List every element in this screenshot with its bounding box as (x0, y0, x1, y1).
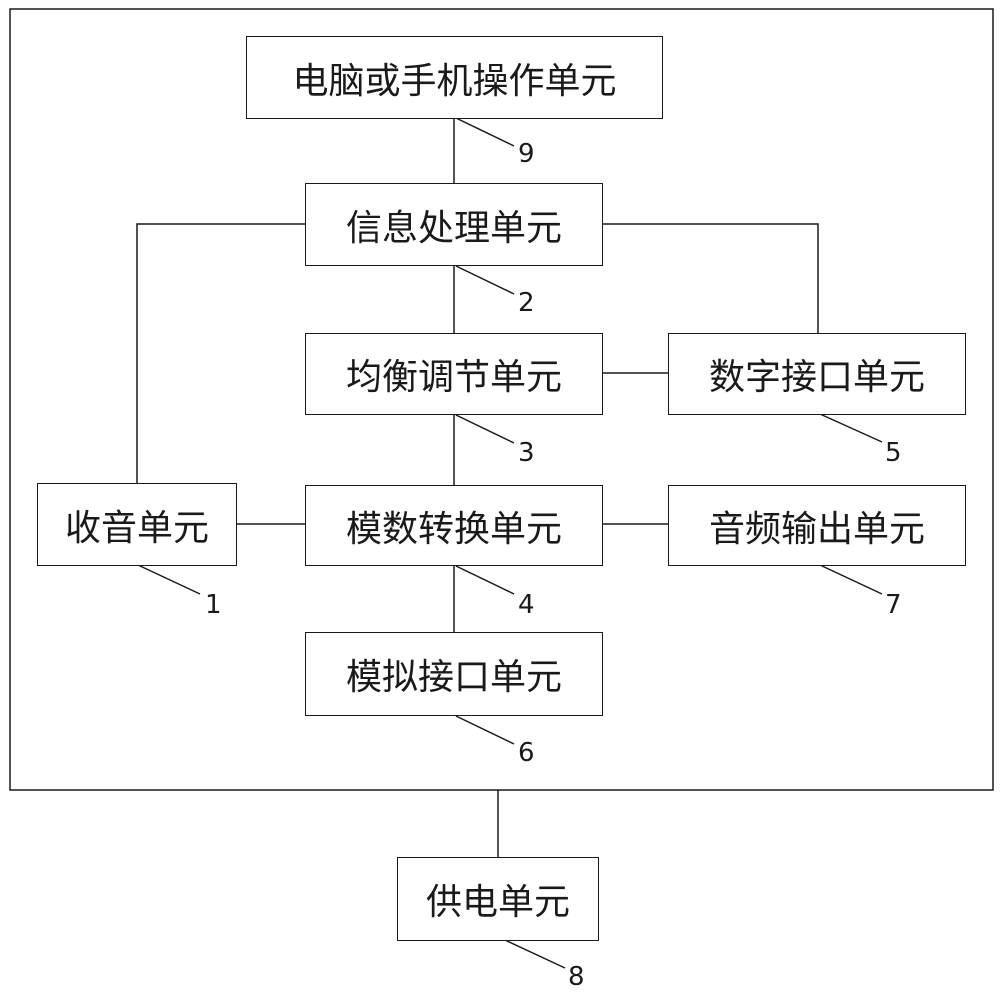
equalizer-unit-box: 均衡调节单元 (305, 333, 603, 415)
info-processing-unit-box: 信息处理单元 (305, 183, 603, 266)
ad-converter-unit-label: 模数转换单元 (346, 500, 562, 552)
sound-pickup-unit-label: 收音单元 (65, 499, 209, 551)
leader-3 (456, 415, 514, 443)
ref-number-4: 4 (518, 592, 535, 618)
leader-8 (505, 940, 565, 968)
computer-phone-unit-box: 电脑或手机操作单元 (246, 36, 663, 119)
leader-9 (456, 118, 514, 146)
leader-5 (820, 414, 882, 442)
analog-interface-unit-label: 模拟接口单元 (346, 648, 562, 700)
leader-7 (820, 565, 882, 594)
sound-pickup-unit-box: 收音单元 (37, 483, 237, 566)
ref-number-3: 3 (518, 440, 535, 466)
digital-interface-unit-box: 数字接口单元 (668, 333, 966, 415)
ref-number-2: 2 (518, 290, 535, 316)
leader-1 (138, 565, 200, 594)
info-processing-unit-label: 信息处理单元 (346, 199, 562, 251)
audio-output-unit-box: 音频输出单元 (668, 485, 966, 566)
ref-number-5: 5 (885, 440, 902, 466)
ref-number-1: 1 (205, 592, 222, 618)
audio-output-unit-label: 音频输出单元 (709, 500, 925, 552)
equalizer-unit-label: 均衡调节单元 (346, 348, 562, 400)
link-pickup-info (137, 224, 305, 483)
analog-interface-unit-box: 模拟接口单元 (305, 632, 603, 716)
link-digital-info (603, 224, 818, 333)
digital-interface-unit-label: 数字接口单元 (709, 348, 925, 400)
power-supply-unit-label: 供电单元 (426, 873, 570, 925)
leader-4 (456, 566, 514, 594)
ref-number-8: 8 (568, 964, 585, 990)
computer-phone-unit-label: 电脑或手机操作单元 (292, 52, 616, 104)
leader-2 (456, 266, 514, 294)
ref-number-7: 7 (885, 592, 902, 618)
ref-number-9: 9 (518, 141, 535, 167)
power-supply-unit-box: 供电单元 (397, 857, 599, 941)
ref-number-6: 6 (518, 740, 535, 766)
ad-converter-unit-box: 模数转换单元 (305, 485, 603, 566)
leader-6 (456, 716, 514, 744)
